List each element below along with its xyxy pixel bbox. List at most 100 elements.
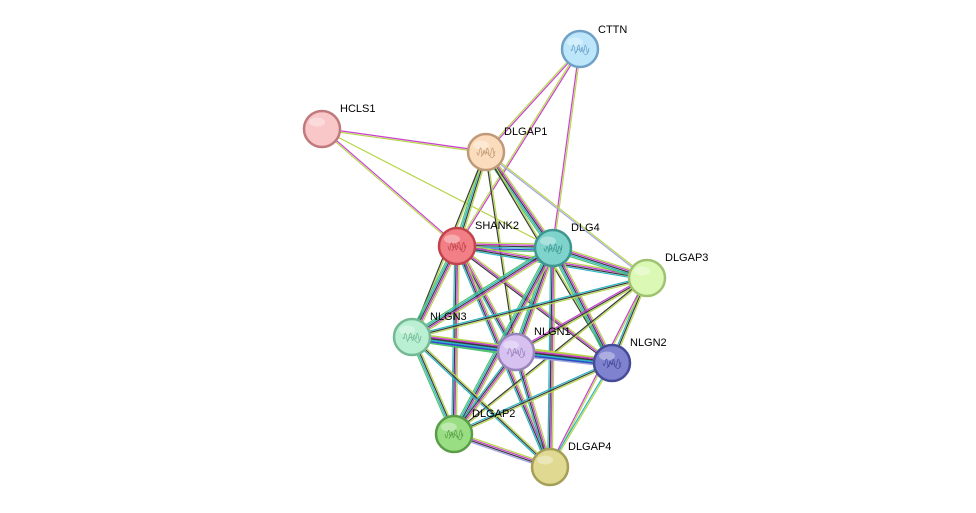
node-dlgap3-label: DLGAP3 [665, 252, 708, 264]
node-highlight [503, 340, 519, 350]
edge-line [550, 362, 614, 468]
node-dlg4[interactable]: DLG4 [533, 222, 600, 268]
edge-line [410, 246, 553, 337]
protein-structure-icon [574, 47, 590, 56]
edge-DLGAP1-DLGAP3[interactable] [484, 150, 649, 280]
edge-NLGN2-DLGAP2[interactable] [452, 361, 614, 436]
node-highlight [441, 422, 457, 432]
node-shank2[interactable]: SHANK2 [437, 220, 519, 266]
edge-line [457, 48, 582, 247]
edge-line [514, 276, 647, 352]
node-cttn[interactable]: CTTN [560, 24, 627, 69]
node-nlgn3[interactable]: NLGN3 [392, 311, 467, 357]
node-dlgap1-label: DLGAP1 [504, 126, 547, 138]
edge-line [548, 362, 612, 468]
edge-line [485, 150, 649, 279]
node-dlgap1[interactable]: DLGAP1 [466, 126, 547, 172]
protein-structure-icon [606, 361, 622, 370]
edge-CTTN-SHANK2[interactable] [455, 48, 582, 247]
edge-line [553, 48, 582, 249]
protein-structure-icon [510, 350, 526, 359]
edge-line [455, 48, 580, 247]
node-dlgap2[interactable]: DLGAP2 [434, 408, 515, 454]
edge-line [411, 278, 648, 340]
edge-DLG4-NLGN2[interactable] [549, 246, 616, 365]
edge-DLG4-NLGN3[interactable] [409, 244, 556, 341]
node-dlgap3[interactable]: DLGAP3 [627, 252, 708, 298]
edge-line [484, 47, 581, 153]
edge-line [454, 363, 614, 436]
edge-line [484, 152, 553, 250]
node-highlight [540, 236, 556, 246]
node-hcls1-circle [302, 109, 342, 149]
node-highlight [399, 325, 415, 335]
edge-NLGN1-DLGAP4[interactable] [513, 350, 553, 469]
edge-HCLS1-DLG4[interactable] [321, 128, 554, 249]
edge-line [513, 352, 549, 469]
edge-NLGN2-DLGAP4[interactable] [548, 362, 614, 468]
protein-structure-icon [451, 244, 467, 253]
edge-line [549, 248, 610, 365]
node-highlight [537, 455, 553, 465]
edge-line [320, 128, 458, 248]
protein-structure-icon [506, 347, 526, 357]
node-dlgap4-label: DLGAP4 [568, 441, 611, 453]
edge-line [552, 247, 613, 364]
node-highlight [567, 37, 583, 47]
protein-structure-icon [402, 332, 422, 342]
node-nlgn2[interactable]: NLGN2 [592, 337, 667, 383]
edge-HCLS1-SHANK2[interactable] [320, 127, 459, 248]
edge-DLGAP3-NLGN1[interactable] [514, 276, 649, 354]
edge-line [412, 248, 555, 339]
node-nlgn1-label: NLGN1 [534, 326, 571, 338]
protein-structure-icon [480, 150, 496, 159]
edge-line [321, 127, 487, 152]
edge-CTTN-DLGAP1[interactable] [484, 47, 582, 154]
node-nlgn2-label: NLGN2 [630, 337, 667, 349]
node-hcls1-label: HCLS1 [340, 103, 375, 115]
protein-structure-icon [547, 246, 563, 255]
protein-structure-icon [543, 243, 563, 252]
edge-line [553, 246, 614, 363]
protein-structure-icon [602, 358, 622, 368]
edge-line [551, 248, 612, 365]
node-dlg4-label: DLG4 [571, 222, 600, 234]
protein-structure-icon [406, 335, 422, 344]
edge-line [515, 277, 648, 353]
edge-HCLS1-DLGAP1[interactable] [321, 127, 487, 154]
edge-line [485, 151, 554, 249]
edge-line [450, 245, 551, 434]
node-highlight [473, 140, 489, 150]
node-dlgap3-circle [627, 258, 667, 298]
edge-line [321, 127, 459, 247]
node-hcls1[interactable]: HCLS1 [302, 103, 375, 149]
edge-line [321, 128, 554, 249]
edge-line [411, 247, 554, 338]
node-shank2-label: SHANK2 [475, 220, 519, 232]
edge-DLGAP3-NLGN3[interactable] [411, 275, 648, 340]
edge-line [321, 129, 487, 154]
node-nlgn3-label: NLGN3 [430, 311, 467, 323]
edge-line [486, 150, 555, 248]
edge-line [484, 151, 648, 280]
node-nlgn1[interactable]: NLGN1 [496, 326, 571, 372]
node-dlgap2-label: DLGAP2 [472, 408, 515, 420]
edge-CTTN-DLG4[interactable] [551, 48, 582, 249]
edge-line [517, 350, 553, 467]
protein-structure-icon [447, 242, 467, 251]
edge-line [551, 48, 580, 249]
node-cttn-label: CTTN [598, 24, 627, 36]
edge-line [453, 362, 613, 435]
node-dlgap4-circle [530, 447, 570, 487]
protein-structure-icon [570, 44, 590, 53]
protein-structure-icon [448, 432, 464, 441]
edge-line [514, 351, 550, 468]
node-highlight [444, 234, 460, 244]
edge-line [452, 361, 612, 434]
node-dlgap4[interactable]: DLGAP4 [530, 441, 611, 487]
edge-line [411, 277, 648, 338]
edge-line [411, 275, 648, 337]
edge-line [413, 249, 556, 341]
